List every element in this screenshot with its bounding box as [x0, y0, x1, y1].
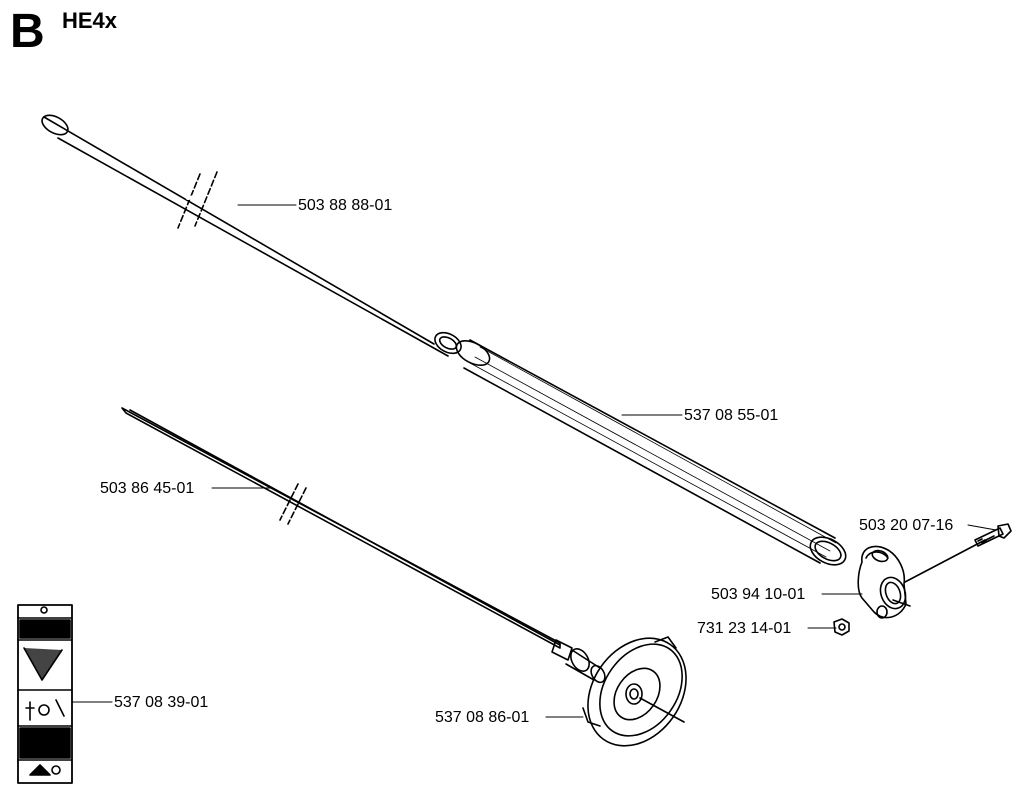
nut-drawing	[833, 618, 850, 636]
part-label-screw: 503 20 07-16	[858, 517, 955, 535]
drive-shaft-drawing	[121, 407, 606, 684]
part-label-guard-plate: 537 08 86-01	[434, 709, 531, 727]
part-label-grip-tube: 537 08 55-01	[683, 407, 780, 425]
decal-drawing	[17, 604, 73, 784]
part-label-clamp: 503 94 10-01	[710, 586, 807, 604]
leader-lines	[71, 204, 997, 718]
screw-drawing	[974, 523, 1012, 547]
model-title: HE4x	[62, 8, 118, 33]
clamp-drawing	[857, 539, 986, 619]
shaft-tube-drawing	[41, 114, 462, 357]
grip-tube-drawing	[455, 339, 847, 566]
part-label-nut: 731 23 14-01	[696, 620, 793, 638]
part-label-decal: 537 08 39-01	[113, 694, 210, 712]
guard-plate-drawing	[582, 636, 687, 747]
part-label-drive-shaft: 503 86 45-01	[99, 480, 196, 498]
part-label-shaft-tube: 503 88 88-01	[297, 197, 394, 215]
section-letter: B	[10, 5, 45, 58]
